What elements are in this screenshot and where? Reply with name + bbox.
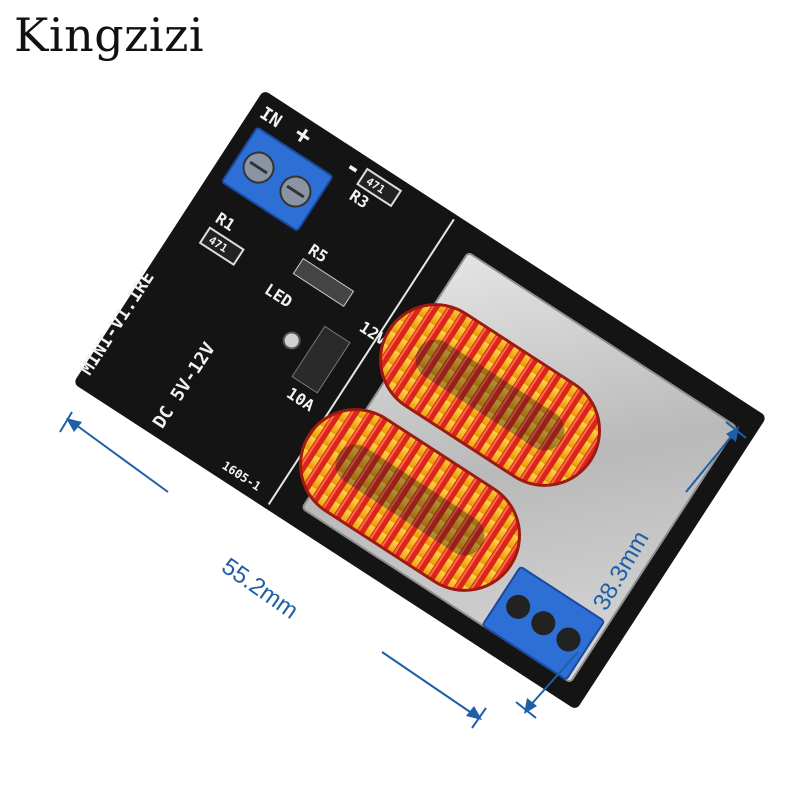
input-terminal xyxy=(221,127,333,231)
resistor-r3 xyxy=(356,167,403,208)
toroid-coil-upper xyxy=(378,303,602,487)
brand-title: Kingzizi xyxy=(14,8,205,62)
mosfet-chip xyxy=(291,325,351,394)
toroid-coil-lower xyxy=(298,408,522,592)
output-terminal xyxy=(482,566,605,680)
length-label: 55.2mm xyxy=(217,553,304,625)
resistor-r1 xyxy=(198,226,245,267)
resistor-r5 xyxy=(292,257,355,308)
